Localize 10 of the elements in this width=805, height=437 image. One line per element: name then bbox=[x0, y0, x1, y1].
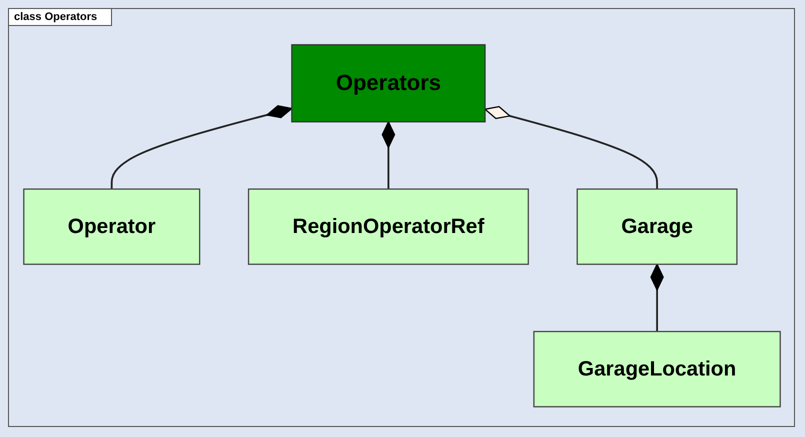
composition-line bbox=[382, 121, 396, 190]
class-box: Operator bbox=[23, 188, 200, 266]
diagram-title: class Operators bbox=[8, 8, 112, 26]
aggregation-line bbox=[484, 106, 658, 190]
class-box: RegionOperatorRef bbox=[248, 188, 529, 266]
class-box: GarageLocation bbox=[533, 331, 781, 408]
class-box: Operators bbox=[291, 44, 486, 123]
class-box: Garage bbox=[576, 188, 738, 266]
composition-line bbox=[110, 105, 292, 190]
composition-line bbox=[650, 264, 664, 332]
